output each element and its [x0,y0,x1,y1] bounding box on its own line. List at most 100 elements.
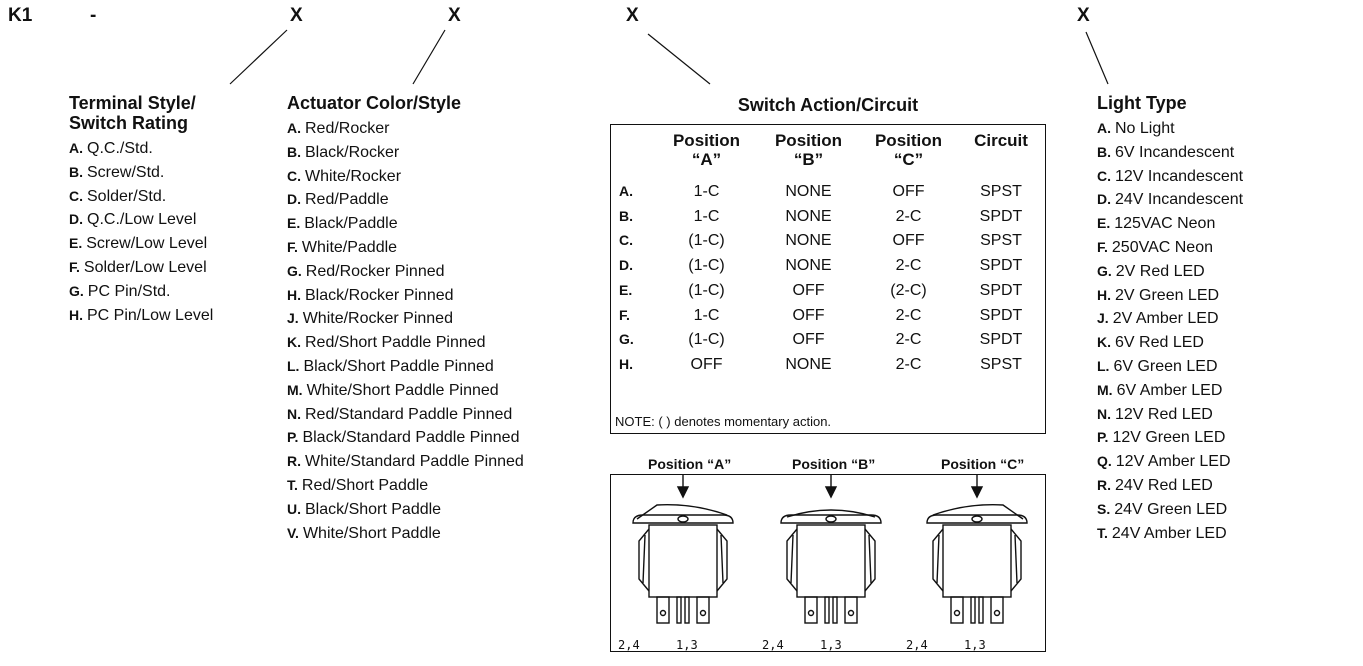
actuator-option-text: Black/Paddle [304,215,398,233]
light-option: C.12V Incandescent [1097,165,1243,189]
terminal-option: C.Solder/Std. [69,185,213,209]
left-snap-detail [790,534,794,584]
table-cell-c: 2-C [895,306,922,324]
actuator-title: Actuator Color/Style [287,93,462,113]
table-cell-circuit: SPDT [979,306,1023,324]
actuator-option-text: White/Rocker [305,167,402,185]
light-option-text: 12V Green LED [1112,429,1226,447]
terminal-right-hole [699,609,707,617]
actuator-option-letter: A. [287,120,301,136]
actuator-option-letter: T. [287,476,298,493]
table-row: E.(1-C)OFF(2-C)SPDT [611,282,1047,306]
light-option-letter: D. [1097,191,1111,208]
header-pos-a-line2: “A” [691,150,722,169]
light-option-text: 2V Amber LED [1112,310,1219,328]
light-option-letter: M. [1097,381,1113,398]
part-code-x-light: X [1077,5,1090,26]
terminal-section: Terminal Style/ Switch Rating A.Q.C./Std… [69,93,213,327]
table-cell-b: NONE [785,183,832,200]
actuator-option-letter: U. [287,500,301,517]
actuator-option: E.Black/Paddle [287,212,524,236]
light-option: H.2V Green LED [1097,284,1243,308]
actuator-option-text: White/Short Paddle [302,524,441,542]
table-cell-circuit: SPDT [979,207,1023,225]
actuator-option-letter: V. [287,524,299,541]
light-option-text: 24V Incandescent [1115,191,1244,209]
actuator-option: R.White/Standard Paddle Pinned [287,450,524,474]
position-c-label: Position “C” [941,456,1025,472]
leader-lines [229,29,1109,85]
light-option-text: 12V Amber LED [1115,453,1231,471]
terminal-option: H.PC Pin/Low Level [69,304,213,328]
terminal-option-letter: H. [69,306,83,323]
actuator-option-text: Red/Paddle [305,191,389,209]
light-option-letter: A. [1097,120,1111,136]
light-option-text: 6V Green LED [1113,357,1218,375]
actuator-option: B.Black/Rocker [287,141,524,165]
table-header-pos-b: Position “B” [761,131,856,169]
part-code-dash: - [90,5,97,26]
terminal-option-text: Screw/Low Level [86,235,208,253]
actuator-option-text: White/Rocker Pinned [302,310,453,328]
table-cell-b: NONE [785,257,832,275]
indicator-lens [677,515,689,523]
right-snap-detail [720,534,724,584]
light-option-letter: E. [1097,215,1111,232]
table-cell-a: (1-C) [688,257,725,275]
light-option-letter: T. [1097,524,1108,541]
terminal-option: B.Screw/Std. [69,161,213,185]
actuator-option-letter: G. [287,262,302,279]
header-pos-c-line1: Position [874,131,943,150]
table-cell-letter: B. [619,207,633,224]
terminal-right [844,596,858,624]
light-option-letter: P. [1097,429,1109,446]
actuator-option-letter: C. [287,167,301,184]
light-option-letter: B. [1097,143,1111,160]
rocker-actuator [636,504,728,520]
light-option: D.24V Incandescent [1097,188,1243,212]
table-cell-letter: G. [619,331,634,348]
light-option-text: 6V Red LED [1115,334,1204,352]
actuator-option-letter: J. [287,310,299,327]
terminal-title-line2: Switch Rating [69,113,189,133]
table-cell-c: OFF [892,183,925,200]
position-b-pins-right: 1,3 [820,638,842,652]
terminal-option-text: Solder/Std. [87,187,167,205]
terminal-center-left [824,596,830,624]
table-cell-b: OFF [792,331,825,349]
actuator-option-letter: D. [287,191,301,208]
note-prefix: NOTE: [615,414,655,429]
light-option-text: 125VAC Neon [1114,215,1216,233]
terminal-option-letter: D. [69,211,83,228]
actuator-option-letter: L. [287,357,300,374]
light-option-text: No Light [1115,120,1175,137]
light-option: J.2V Amber LED [1097,307,1243,331]
actuator-option-text: White/Short Paddle Pinned [306,381,499,399]
light-option: F.250VAC Neon [1097,236,1243,260]
leader-line-light [1085,31,1109,85]
actuator-option: A.Red/Rocker [287,117,524,141]
actuator-option-letter: H. [287,286,301,303]
position-c-pins-left: 2,4 [906,638,928,652]
terminal-option-letter: C. [69,187,83,204]
light-option: A.No Light [1097,117,1243,141]
actuator-option-text: White/Standard Paddle Pinned [305,453,524,471]
terminal-left-hole [953,609,961,617]
light-option-letter: H. [1097,286,1111,303]
actuator-option-text: Black/Rocker [305,143,400,161]
light-option-text: 6V Amber LED [1116,381,1223,399]
light-option-text: 12V Red LED [1115,405,1213,423]
switch-bezel [632,514,734,524]
position-c-pins-right: 1,3 [964,638,986,652]
terminal-center-right [832,596,838,624]
table-header-pos-c: Position “C” [861,131,956,169]
terminal-option-letter: F. [69,258,80,275]
header-pos-c-line2: “C” [893,150,924,169]
table-cell-circuit: SPST [980,232,1022,250]
light-option-text: 24V Green LED [1114,500,1228,518]
light-option-text: 12V Incandescent [1115,167,1244,185]
part-code-prefix: K1 [8,5,33,26]
table-note: NOTE: ( ) denotes momentary action. [615,414,831,429]
